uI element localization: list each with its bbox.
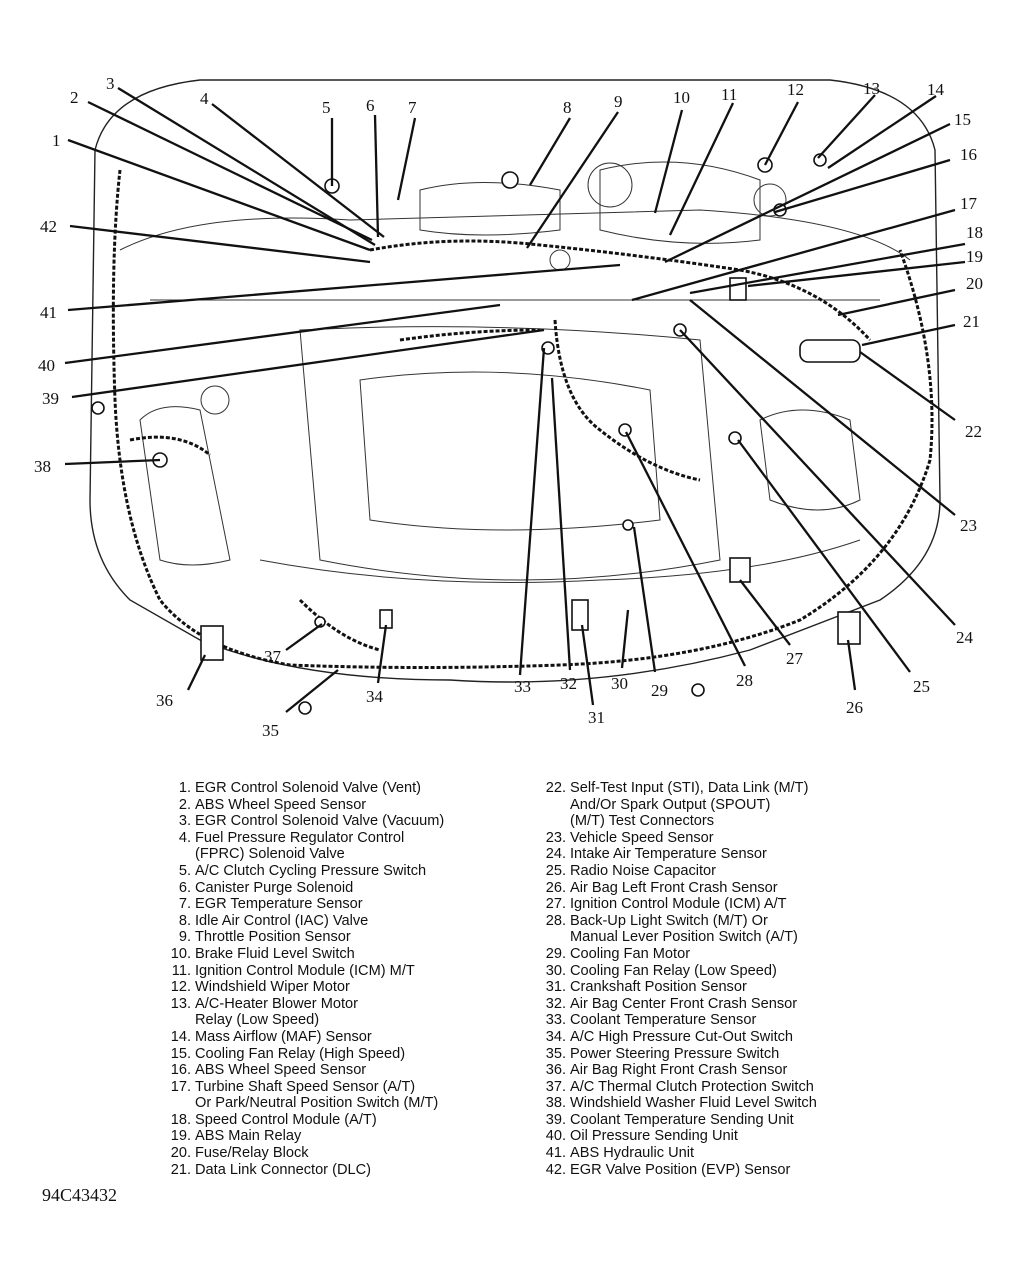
callout-20: 20 [966, 274, 983, 293]
callout-25: 25 [913, 677, 930, 696]
legend-item: 19.ABS Main Relay [170, 1128, 302, 1145]
legend-left-column: 1.EGR Control Solenoid Valve (Vent) 2.AB… [155, 780, 525, 1178]
crash-sensor-center [571, 599, 589, 631]
callout-26: 26 [846, 698, 863, 717]
legend-item: 3.EGR Control Solenoid Valve (Vacuum) [178, 813, 445, 830]
legend-item: 29.Cooling Fan Motor [545, 945, 691, 962]
callout-5: 5 [322, 98, 331, 117]
callout-27: 27 [786, 649, 804, 668]
legend-item: 39.Coolant Temperature Sending Unit [545, 1111, 794, 1128]
callout-32: 32 [560, 674, 577, 693]
callout-9: 9 [614, 92, 623, 111]
callout-numbers: 1 2 3 4 5 6 7 8 9 10 11 12 13 14 15 16 1… [34, 74, 983, 740]
legend-item: 8.Idle Air Control (IAC) Valve [178, 912, 369, 929]
legend-item: 15.Cooling Fan Relay (High Speed) [170, 1045, 406, 1062]
legend-item: 2.ABS Wheel Speed Sensor [178, 796, 367, 813]
callout-17: 17 [960, 194, 978, 213]
callout-16: 16 [960, 145, 977, 164]
legend-item: 4.Fuel Pressure Regulator Control (FPRC)… [178, 829, 405, 863]
legend-item: 35.Power Steering Pressure Switch [545, 1045, 780, 1062]
legend-item: 14.Mass Airflow (MAF) Sensor [170, 1028, 372, 1045]
figure-id: 94C43432 [42, 1185, 118, 1205]
callout-30: 30 [611, 674, 628, 693]
callout-10: 10 [673, 88, 690, 107]
legend-item: 5.A/C Clutch Cycling Pressure Switch [178, 862, 427, 879]
legend-item: 26.Air Bag Left Front Crash Sensor [545, 879, 778, 896]
leader-lines [64, 87, 966, 713]
callout-2: 2 [70, 88, 79, 107]
callout-39: 39 [42, 389, 59, 408]
legend-item: 9.Throttle Position Sensor [178, 929, 351, 946]
crash-sensor-right [200, 625, 224, 661]
engine-bay-outline [89, 79, 941, 683]
legend-item: 11.Ignition Control Module (ICM) M/T [171, 962, 415, 979]
legend-item: 25.Radio Noise Capacitor [545, 862, 717, 879]
engine-compartment-diagram: 1 2 3 4 5 6 7 8 9 10 11 12 13 14 15 16 1… [34, 74, 983, 740]
callout-36: 36 [156, 691, 173, 710]
legend-item: 21.Data Link Connector (DLC) [170, 1161, 372, 1178]
wiring-harness [111, 169, 934, 669]
callout-38: 38 [34, 457, 51, 476]
legend-item: 40.Oil Pressure Sending Unit [545, 1128, 738, 1145]
callout-33: 33 [514, 677, 531, 696]
legend-item: 23.Vehicle Speed Sensor [545, 829, 714, 846]
callout-13: 13 [863, 79, 880, 98]
legend-item: 12.Windshield Wiper Motor [170, 979, 350, 996]
crash-sensor-left [837, 611, 861, 645]
legend-item: 36.Air Bag Right Front Crash Sensor [545, 1062, 788, 1079]
legend-item: 41.ABS Hydraulic Unit [545, 1145, 695, 1162]
legend-item: 34.A/C High Pressure Cut-Out Switch [545, 1028, 794, 1045]
legend-item: 16.ABS Wheel Speed Sensor [170, 1062, 367, 1079]
callout-15: 15 [954, 110, 971, 129]
callout-37: 37 [264, 647, 282, 666]
legend-item: 28.Back-Up Light Switch (M/T) Or Manual … [545, 912, 798, 946]
callout-14: 14 [927, 80, 945, 99]
callout-18: 18 [966, 223, 983, 242]
legend-item: 30.Cooling Fan Relay (Low Speed) [545, 962, 777, 979]
callout-34: 34 [366, 687, 384, 706]
callout-41: 41 [40, 303, 57, 322]
callout-3: 3 [106, 74, 115, 93]
callout-24: 24 [956, 628, 974, 647]
legend-item: 31.Crankshaft Position Sensor [545, 979, 747, 996]
callout-22: 22 [965, 422, 982, 441]
abs-main-relay [729, 277, 747, 301]
callout-8: 8 [563, 98, 572, 117]
callout-35: 35 [262, 721, 279, 740]
callout-7: 7 [408, 98, 417, 117]
components [91, 153, 861, 715]
legend-item: 22.Self-Test Input (STI), Data Link (M/T… [545, 780, 809, 830]
legend-right-column: 22.Self-Test Input (STI), Data Link (M/T… [530, 780, 1010, 1178]
callout-31: 31 [588, 708, 605, 727]
callout-42: 42 [40, 217, 57, 236]
legend-item: 32.Air Bag Center Front Crash Sensor [545, 995, 798, 1012]
legend-item: 7.EGR Temperature Sensor [178, 896, 363, 913]
callout-23: 23 [960, 516, 977, 535]
legend-item: 38.Windshield Washer Fluid Level Switch [545, 1095, 817, 1112]
legend-item: 13.A/C-Heater Blower Motor Relay (Low Sp… [170, 995, 359, 1029]
legend-item: 27.Ignition Control Module (ICM) A/T [545, 896, 787, 913]
legend-item: 42.EGR Valve Position (EVP) Sensor [545, 1161, 791, 1178]
legend-item: 20.Fuse/Relay Block [170, 1145, 309, 1162]
callout-29: 29 [651, 681, 668, 700]
legend-item: 37.A/C Thermal Clutch Protection Switch [545, 1078, 814, 1095]
callout-21: 21 [963, 312, 980, 331]
callout-28: 28 [736, 671, 753, 690]
legend-item: 1.EGR Control Solenoid Valve (Vent) [178, 780, 422, 796]
legend-item: 24.Intake Air Temperature Sensor [545, 846, 767, 863]
dlc [799, 339, 861, 363]
legend-item: 6.Canister Purge Solenoid [178, 879, 354, 896]
callout-1: 1 [52, 131, 61, 150]
legend-item: 18.Speed Control Module (A/T) [170, 1111, 377, 1128]
callout-6: 6 [366, 96, 375, 115]
callout-11: 11 [721, 85, 737, 104]
legend-item: 10.Brake Fluid Level Switch [170, 945, 355, 962]
legend-item: 33.Coolant Temperature Sensor [545, 1012, 757, 1029]
icm-at [729, 557, 751, 583]
callout-40: 40 [38, 356, 55, 375]
callout-19: 19 [966, 247, 983, 266]
callout-4: 4 [200, 89, 209, 108]
legend-item: 17.Turbine Shaft Speed Sensor (A/T) Or P… [170, 1078, 439, 1112]
callout-12: 12 [787, 80, 804, 99]
